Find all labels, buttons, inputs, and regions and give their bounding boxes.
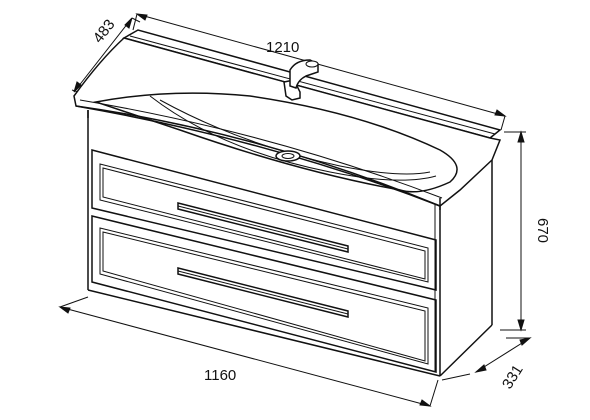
lower-drawer[interactable] <box>91 215 437 373</box>
upper-drawer[interactable] <box>91 149 437 291</box>
top-width-label: 1210 <box>266 39 299 56</box>
dimension-lines <box>58 13 532 407</box>
countertop <box>73 29 502 210</box>
bottom-width-label: 1160 <box>204 367 236 384</box>
depth-top-label: 483 <box>90 16 119 46</box>
cabinet-body <box>87 110 493 377</box>
depth-bottom-label: 331 <box>499 362 527 392</box>
basin <box>93 92 458 193</box>
faucet-icon[interactable] <box>283 59 319 101</box>
drain-icon <box>275 150 301 162</box>
height-label: 670 <box>534 218 551 243</box>
lower-drawer-handle[interactable] <box>177 267 349 318</box>
upper-drawer-handle[interactable] <box>177 202 349 253</box>
